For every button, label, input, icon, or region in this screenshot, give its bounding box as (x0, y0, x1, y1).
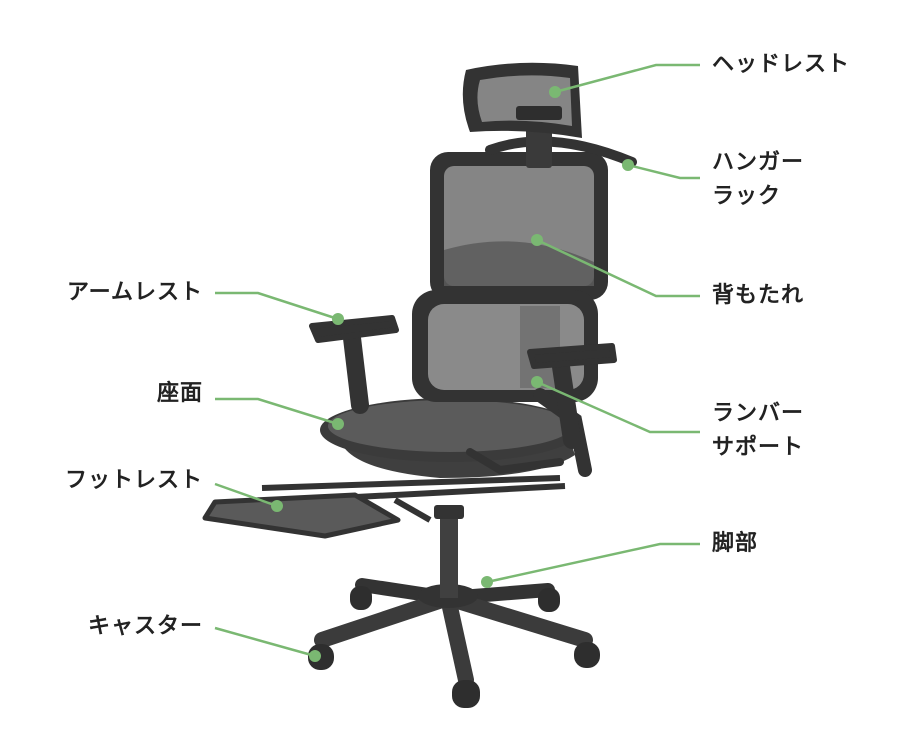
label-headrest-text: ヘッドレスト (712, 52, 851, 77)
label-hanger-rack-line2: ラック (712, 184, 782, 209)
chair-base (308, 505, 600, 708)
leader-armrest (215, 291, 339, 321)
caster-wheel (308, 586, 600, 708)
label-seat-text: 座面 (156, 381, 203, 406)
leader-dots (271, 86, 634, 662)
leader-legs (486, 542, 700, 584)
label-headrest: ヘッドレスト (712, 48, 850, 82)
label-armrest-text: アームレスト (66, 280, 203, 305)
label-footrest: フットレスト (65, 464, 203, 498)
leader-caster (214, 626, 316, 658)
leader-hanger-rack (627, 163, 700, 180)
leader-lines (214, 63, 700, 658)
label-lumbar-line1: ランバー (712, 401, 805, 426)
hanger-rack (485, 128, 637, 168)
label-backrest: 背もたれ (712, 279, 804, 313)
label-hanger-rack-line1: ハンガー (712, 150, 805, 175)
label-armrest: アームレスト (67, 276, 203, 310)
label-caster-text: キャスター (87, 614, 203, 639)
leader-backrest (536, 238, 700, 298)
label-hanger-rack: ハンガー ラック (712, 146, 804, 214)
headrest (462, 62, 582, 138)
label-legs: 脚部 (712, 527, 758, 561)
lumbar-support (412, 290, 598, 477)
backrest (430, 152, 608, 300)
leader-headrest (554, 63, 700, 94)
leader-footrest (214, 482, 278, 508)
leader-lumbar (536, 380, 700, 434)
label-lumbar-line2: サポート (712, 435, 805, 460)
label-backrest-text: 背もたれ (712, 283, 805, 308)
leader-seat (215, 397, 339, 426)
seat (320, 398, 580, 478)
armrest (309, 315, 617, 449)
label-caster: キャスター (88, 610, 203, 644)
label-lumbar-support: ランバー サポート (712, 397, 804, 465)
label-legs-text: 脚部 (712, 531, 759, 556)
footrest (202, 475, 566, 539)
label-footrest-text: フットレスト (64, 468, 203, 493)
label-seat: 座面 (157, 377, 203, 411)
